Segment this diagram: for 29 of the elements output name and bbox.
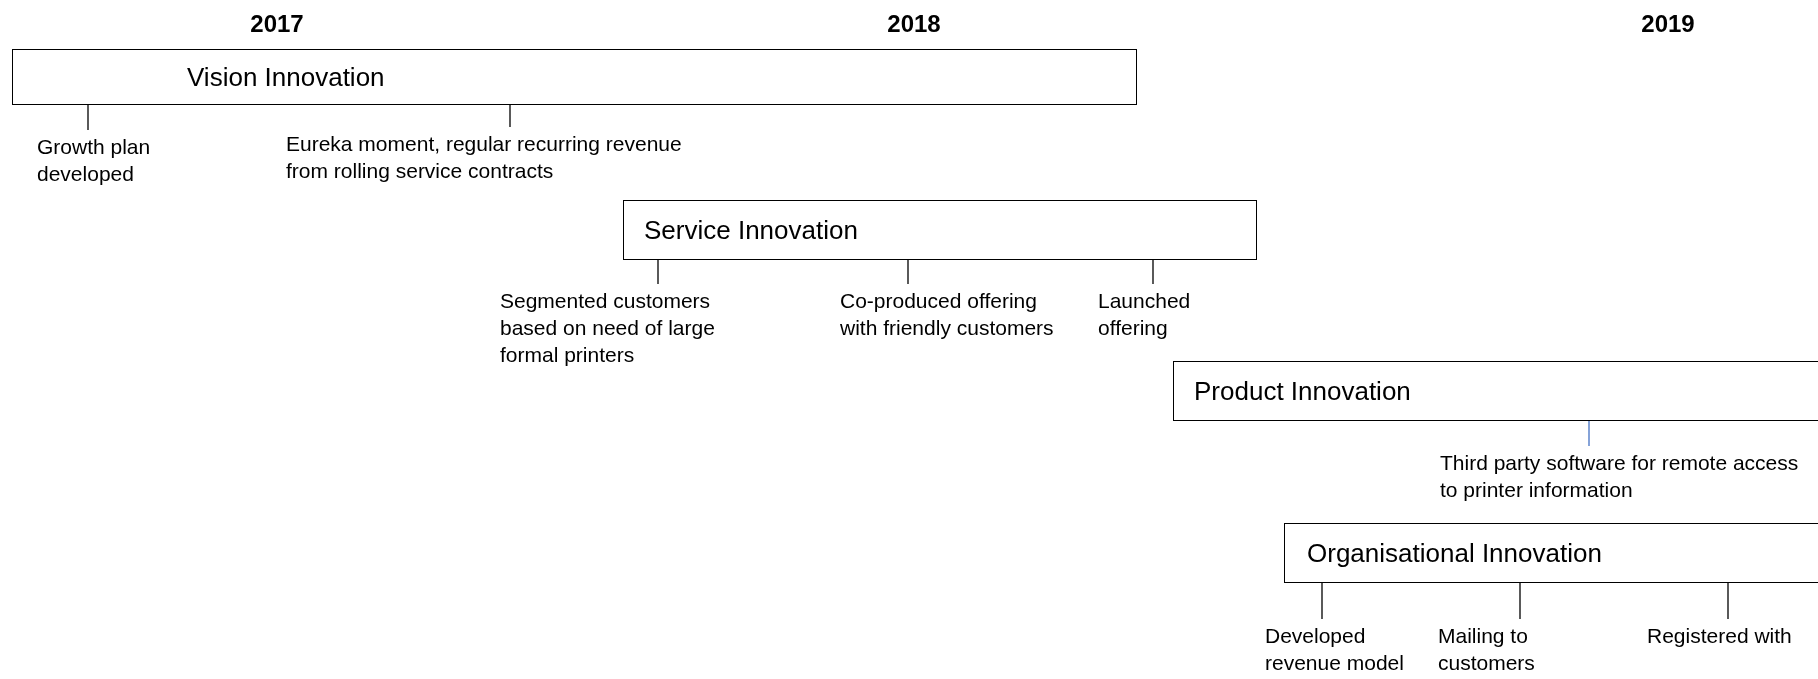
leader-line <box>1321 582 1323 620</box>
phase-bar <box>1284 523 1818 583</box>
phase-title: Organisational Innovation <box>1307 537 1602 569</box>
year-label: 2019 <box>1641 10 1695 38</box>
milestone-text: Co-produced offering with friendly customers <box>840 287 1070 341</box>
leader-line <box>1519 582 1521 620</box>
leader-line <box>1727 582 1729 620</box>
milestone-text: Registered with <box>1647 622 1817 649</box>
milestone-text: Launched offering <box>1098 287 1218 341</box>
phase-title: Service Innovation <box>644 214 858 246</box>
phase-bar <box>1173 361 1818 421</box>
milestone-text: Segmented customers based on need of large formal printers <box>500 287 770 368</box>
year-label: 2018 <box>887 10 941 38</box>
leader-line <box>907 259 909 285</box>
milestone-text: Third party software for remote access to printer information <box>1440 449 1800 503</box>
leader-line <box>657 259 659 285</box>
milestone-text: Eureka moment, regular recurring revenue from rolling service contracts <box>286 130 726 184</box>
milestone-text: Mailing to customers <box>1438 622 1568 676</box>
phase-title: Vision Innovation <box>187 61 385 93</box>
milestone-text: Developed revenue model <box>1265 622 1415 676</box>
year-label: 2017 <box>250 10 304 38</box>
leader-line <box>1588 420 1590 447</box>
phase-bar <box>623 200 1257 260</box>
leader-line <box>87 104 89 131</box>
leader-line <box>509 104 511 128</box>
milestone-text: Growth plan developed <box>37 133 217 187</box>
phase-bar <box>12 49 1137 105</box>
phase-title: Product Innovation <box>1194 375 1411 407</box>
leader-line <box>1152 259 1154 285</box>
